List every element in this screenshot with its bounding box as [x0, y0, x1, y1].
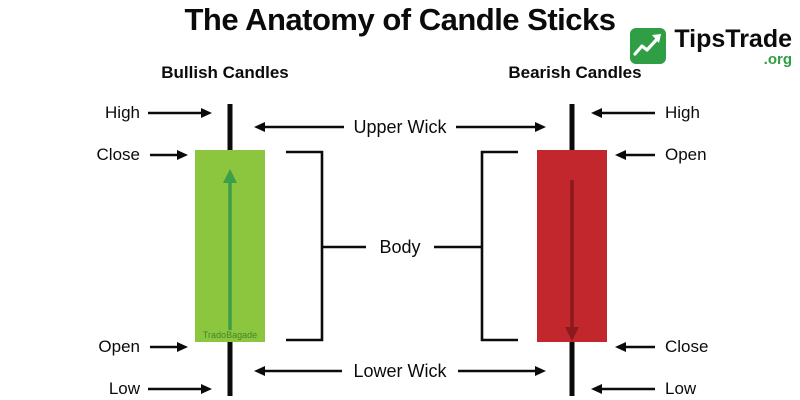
- logo-text: TipsTrade .org: [674, 26, 792, 68]
- bearish-high-label: High: [665, 103, 700, 122]
- tipstrade-logo: TipsTrade .org: [628, 26, 792, 68]
- watermark-text: TradoBagade: [202, 330, 258, 340]
- logo-trend-arrowhead: [652, 34, 662, 43]
- bullish-low-label: Low: [108, 379, 140, 398]
- upper-wick-label: Upper Wick: [353, 117, 447, 137]
- bullish-heading: Bullish Candles: [161, 63, 289, 82]
- bullish-body-bracket: [286, 150, 324, 342]
- body-label: Body: [379, 237, 421, 257]
- logo-name: TipsTrade: [674, 25, 792, 53]
- bearish-heading: Bearish Candles: [508, 63, 642, 82]
- bearish-low-label: Low: [665, 379, 697, 398]
- bullish-high-label: High: [105, 103, 140, 122]
- bullish-open-label: Open: [98, 337, 140, 356]
- page-title: The Anatomy of Candle Sticks: [184, 2, 617, 37]
- bearish-body-bracket: [480, 150, 518, 342]
- tipstrade-chart-icon: [630, 28, 667, 64]
- logo-tld: .org: [763, 51, 792, 68]
- lower-wick-label: Lower Wick: [353, 361, 447, 381]
- logo-trend-line: [633, 36, 660, 56]
- bearish-open-label: Open: [665, 145, 707, 164]
- bearish-close-label: Close: [665, 337, 709, 356]
- bullish-close-label: Close: [96, 145, 140, 164]
